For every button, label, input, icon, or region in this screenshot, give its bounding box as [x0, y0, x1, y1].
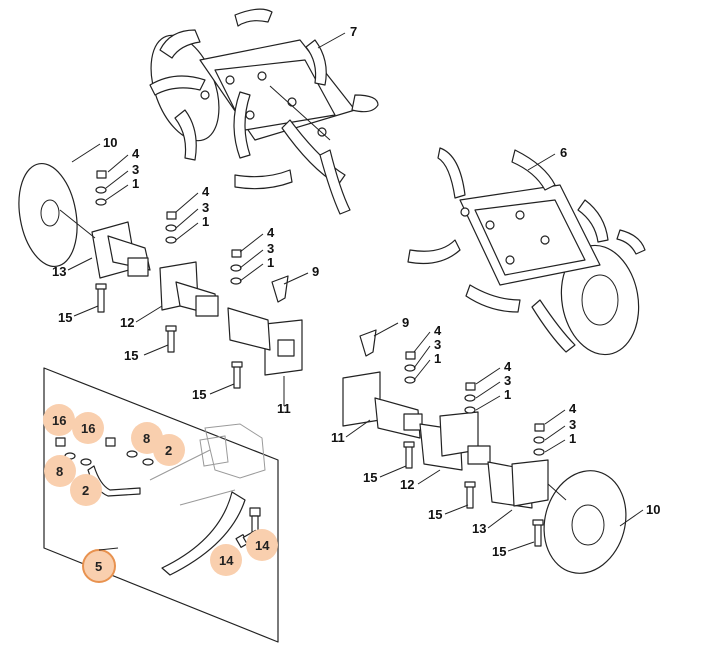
disc-10-left — [18, 162, 78, 268]
callout-labels: 7 6 10 4 3 1 13 15 4 3 1 12 15 4 3 1 9 1… — [52, 24, 660, 559]
kit-label-16-a: 16 — [52, 413, 66, 428]
hub-13-right — [487, 459, 549, 509]
clip-9-right — [359, 329, 377, 357]
callout-3-a: 3 — [132, 162, 139, 177]
hub-13-left — [59, 209, 151, 279]
kit-label-5: 5 — [95, 559, 102, 574]
callout-10-left: 10 — [103, 135, 117, 150]
tine-assembly-6 — [407, 147, 646, 356]
callout-4-f: 4 — [569, 401, 577, 416]
kit-labels: 16 16 8 2 8 2 14 14 5 — [52, 413, 270, 574]
callout-3-b: 3 — [202, 200, 209, 215]
callout-15-f: 15 — [492, 544, 506, 559]
hub-12-right — [419, 411, 491, 471]
bolt-15-left-2 — [165, 325, 177, 353]
highlight-8-b — [44, 455, 76, 487]
callout-4-e: 4 — [504, 359, 512, 374]
callout-12-right: 12 — [400, 477, 414, 492]
hardware-stack-left-3 — [230, 249, 242, 285]
callout-4-c: 4 — [267, 225, 275, 240]
kit-label-14-a: 14 — [255, 538, 270, 553]
hardware-stack-right-2 — [464, 382, 476, 414]
bolt-15-left-3 — [231, 361, 243, 389]
callout-6: 6 — [560, 145, 567, 160]
callout-1-b: 1 — [202, 214, 209, 229]
kit-bolt-14-a — [249, 507, 261, 533]
callout-9-left: 9 — [312, 264, 319, 279]
highlight-16-b — [72, 412, 104, 444]
highlight-16-a — [43, 404, 75, 436]
callout-15-a: 15 — [58, 310, 72, 325]
callout-3-d: 3 — [434, 337, 441, 352]
callout-7: 7 — [350, 24, 357, 39]
callout-4-b: 4 — [202, 184, 210, 199]
kit-washer-8-b — [126, 450, 138, 458]
clip-9-left — [271, 275, 289, 303]
callout-13-right: 13 — [472, 521, 486, 536]
callout-15-c: 15 — [192, 387, 206, 402]
tine-assembly-7 — [149, 8, 379, 215]
callout-9-right: 9 — [402, 315, 409, 330]
bolt-15-right-2 — [464, 481, 476, 509]
kit-label-2-a: 2 — [165, 443, 172, 458]
kit-label-16-b: 16 — [81, 421, 95, 436]
kit-nut-16-b — [105, 437, 116, 447]
callout-15-b: 15 — [124, 348, 138, 363]
kit-label-2-b: 2 — [82, 483, 89, 498]
disc-10-right — [543, 470, 627, 574]
kit-tine-blade — [161, 491, 246, 576]
callout-11-left: 11 — [277, 401, 291, 416]
hub-11-left — [227, 307, 303, 376]
callout-1-f: 1 — [569, 431, 576, 446]
callout-3-c: 3 — [267, 241, 274, 256]
bolt-15-left-1 — [95, 283, 107, 313]
callout-4-a: 4 — [132, 146, 140, 161]
callout-4-d: 4 — [434, 323, 442, 338]
callout-1-e: 1 — [504, 387, 511, 402]
callout-3-f: 3 — [569, 417, 576, 432]
hardware-stack-left-1 — [95, 170, 107, 206]
hub-12-left — [159, 261, 219, 317]
leader-lines — [67, 32, 644, 552]
hub-11-right — [342, 371, 423, 439]
callout-12-left: 12 — [120, 315, 134, 330]
callout-11-right: 11 — [331, 430, 345, 445]
callout-1-a: 1 — [132, 176, 139, 191]
callout-1-d: 1 — [434, 351, 441, 366]
kit-label-8-b: 8 — [56, 464, 63, 479]
kit-label-8-a: 8 — [143, 431, 150, 446]
highlight-14-b — [210, 544, 242, 576]
hardware-stack-right-1 — [404, 351, 416, 384]
callout-1-c: 1 — [267, 255, 274, 270]
bolt-15-right-3 — [532, 519, 544, 547]
callout-15-e: 15 — [428, 507, 442, 522]
highlight-14-a — [246, 529, 278, 561]
kit-highlights — [43, 404, 278, 583]
kit-nut-16-a — [55, 437, 66, 447]
kit-label-14-b: 14 — [219, 553, 234, 568]
kit-panel — [43, 367, 279, 643]
callout-15-d: 15 — [363, 470, 377, 485]
hardware-stack-right-3 — [533, 423, 545, 456]
callout-10-right: 10 — [646, 502, 660, 517]
kit-washer-2-b — [142, 458, 154, 466]
bolt-15-right-1 — [403, 441, 415, 469]
highlight-2-b — [70, 474, 102, 506]
hardware-stack-left-2 — [165, 211, 177, 244]
callout-13-left: 13 — [52, 264, 66, 279]
kit-washer-2-a — [80, 458, 92, 466]
highlight-2-a — [153, 434, 185, 466]
callout-3-e: 3 — [504, 373, 511, 388]
